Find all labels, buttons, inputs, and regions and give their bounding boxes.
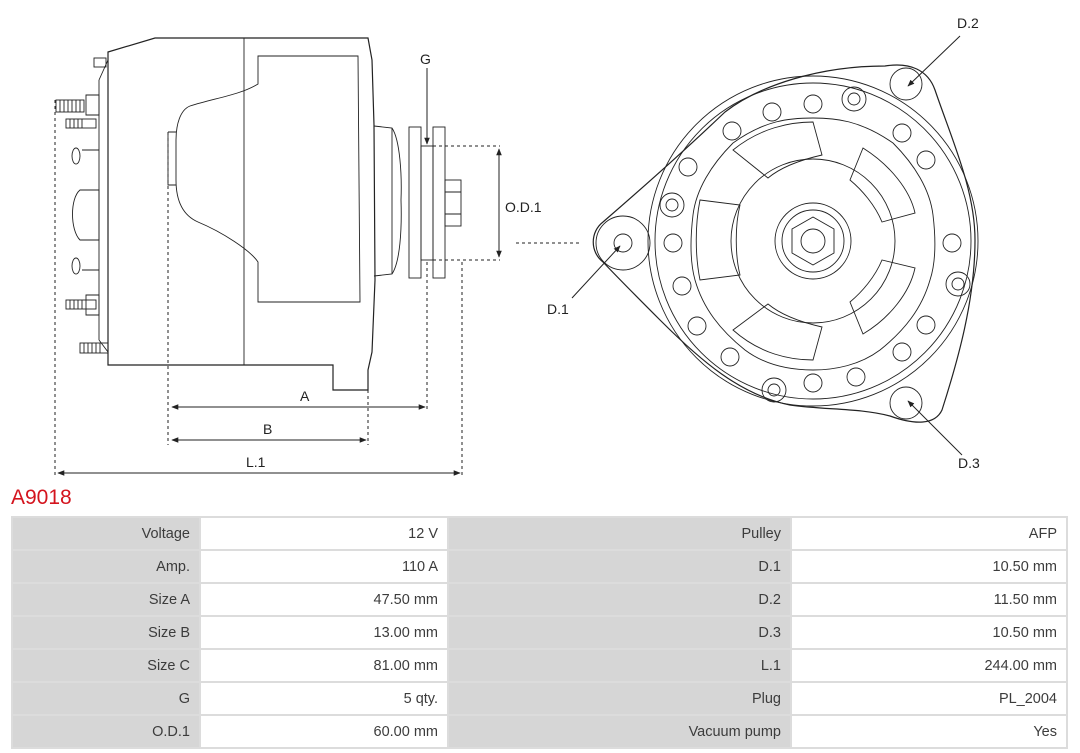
spec-value: 244.00 mm: [792, 650, 1066, 681]
product-code-title: A9018: [11, 486, 72, 509]
spec-key: D.3: [449, 617, 790, 648]
side-view-alternator: [55, 37, 462, 391]
spec-value: AFP: [792, 518, 1066, 549]
spec-value: 11.50 mm: [792, 584, 1066, 615]
table-row: Amp. 110 A D.1 10.50 mm: [13, 551, 1066, 582]
spec-value: 60.00 mm: [201, 716, 447, 747]
label-d1: D.1: [547, 301, 569, 317]
spec-key: L.1: [449, 650, 790, 681]
table-row: Size A 47.50 mm D.2 11.50 mm: [13, 584, 1066, 615]
spec-value: 5 qty.: [201, 683, 447, 714]
dimension-lines: [54, 68, 580, 478]
spec-key: D.1: [449, 551, 790, 582]
technical-drawing: G O.D.1 A B L.1: [54, 15, 980, 478]
spec-key: D.2: [449, 584, 790, 615]
spec-value: 47.50 mm: [201, 584, 447, 615]
label-a: A: [300, 388, 310, 404]
specifications-table: Voltage 12 V Pulley AFP Amp. 110 A D.1 1…: [11, 516, 1068, 749]
spec-key: Amp.: [13, 551, 199, 582]
label-od1: O.D.1: [505, 199, 542, 215]
spec-value: PL_2004: [792, 683, 1066, 714]
spec-value: 10.50 mm: [792, 617, 1066, 648]
front-view-leaders: [571, 35, 963, 456]
label-g: G: [420, 51, 431, 67]
spec-key: Size C: [13, 650, 199, 681]
table-row: Size C 81.00 mm L.1 244.00 mm: [13, 650, 1066, 681]
spec-key: Plug: [449, 683, 790, 714]
spec-key: Vacuum pump: [449, 716, 790, 747]
label-d2: D.2: [957, 15, 979, 31]
spec-value: Yes: [792, 716, 1066, 747]
label-l1: L.1: [246, 454, 266, 470]
spec-key: Size B: [13, 617, 199, 648]
spec-key: Voltage: [13, 518, 199, 549]
spec-value: 81.00 mm: [201, 650, 447, 681]
table-row: Size B 13.00 mm D.3 10.50 mm: [13, 617, 1066, 648]
table-row: Voltage 12 V Pulley AFP: [13, 518, 1066, 549]
label-b: B: [263, 421, 272, 437]
spec-key: Pulley: [449, 518, 790, 549]
spec-value: 12 V: [201, 518, 447, 549]
label-d3: D.3: [958, 455, 980, 471]
front-view-alternator: [592, 64, 979, 423]
spec-value: 110 A: [201, 551, 447, 582]
table-row: O.D.1 60.00 mm Vacuum pump Yes: [13, 716, 1066, 747]
spec-value: 13.00 mm: [201, 617, 447, 648]
spec-key: G: [13, 683, 199, 714]
spec-value: 10.50 mm: [792, 551, 1066, 582]
table-row: G 5 qty. Plug PL_2004: [13, 683, 1066, 714]
spec-key: O.D.1: [13, 716, 199, 747]
spec-key: Size A: [13, 584, 199, 615]
